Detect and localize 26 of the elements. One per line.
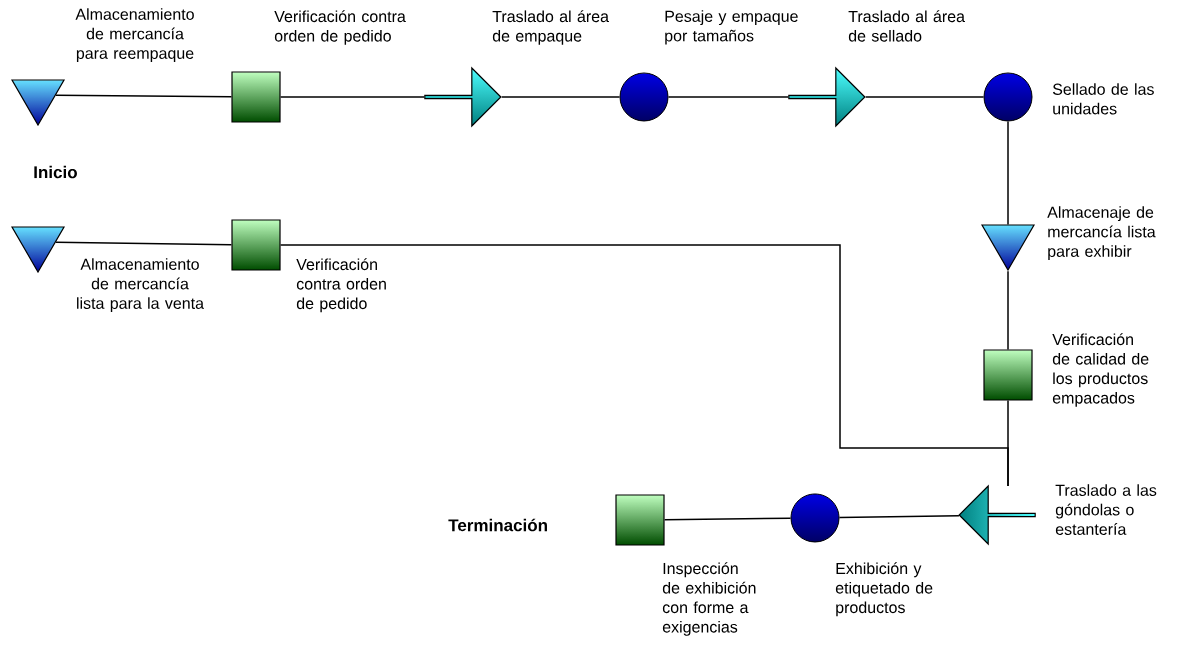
connector-line	[500, 96, 621, 98]
step-label: Almacenamiento de mercancía lista para la venta	[77, 258, 204, 313]
connector-line	[864, 96, 985, 98]
connector-line	[1007, 120, 1009, 226]
step-label: Almacenaje de mercancía lista para exhibir	[1047, 206, 1156, 261]
step-label: Almacenamiento de mercancía para reempaque	[75, 8, 194, 63]
connector-line	[55, 241, 233, 246]
connector-line	[279, 244, 1009, 487]
connector-line	[663, 517, 792, 521]
step-label: Verificación contra orden de pedido	[274, 10, 406, 45]
step-label: Verificación de calidad de los productos empacados	[1052, 333, 1149, 407]
step-label: Pesaje y empaque por tamaños	[665, 10, 798, 45]
connector-line	[1007, 270, 1009, 351]
step-label: Traslado al área de sellado	[848, 10, 965, 42]
stage-label: Terminación	[448, 518, 547, 532]
step-label: Exhibición y etiquetado de productos	[835, 562, 933, 617]
connector-line	[279, 96, 425, 98]
step-label: Traslado a las góndolas o estantería	[1055, 484, 1157, 535]
step-label: Inspección de exhibición con forme a exigencias	[662, 562, 756, 636]
stage-label: Inicio	[34, 165, 77, 179]
step-label: Verificación contra orden de pedido	[296, 258, 386, 313]
connector-line	[667, 96, 789, 98]
connector-line	[838, 514, 960, 519]
step-label: Sellado de las unidades	[1052, 83, 1154, 115]
connector-line	[55, 94, 233, 98]
step-label: Traslado al área de empaque	[492, 10, 609, 45]
